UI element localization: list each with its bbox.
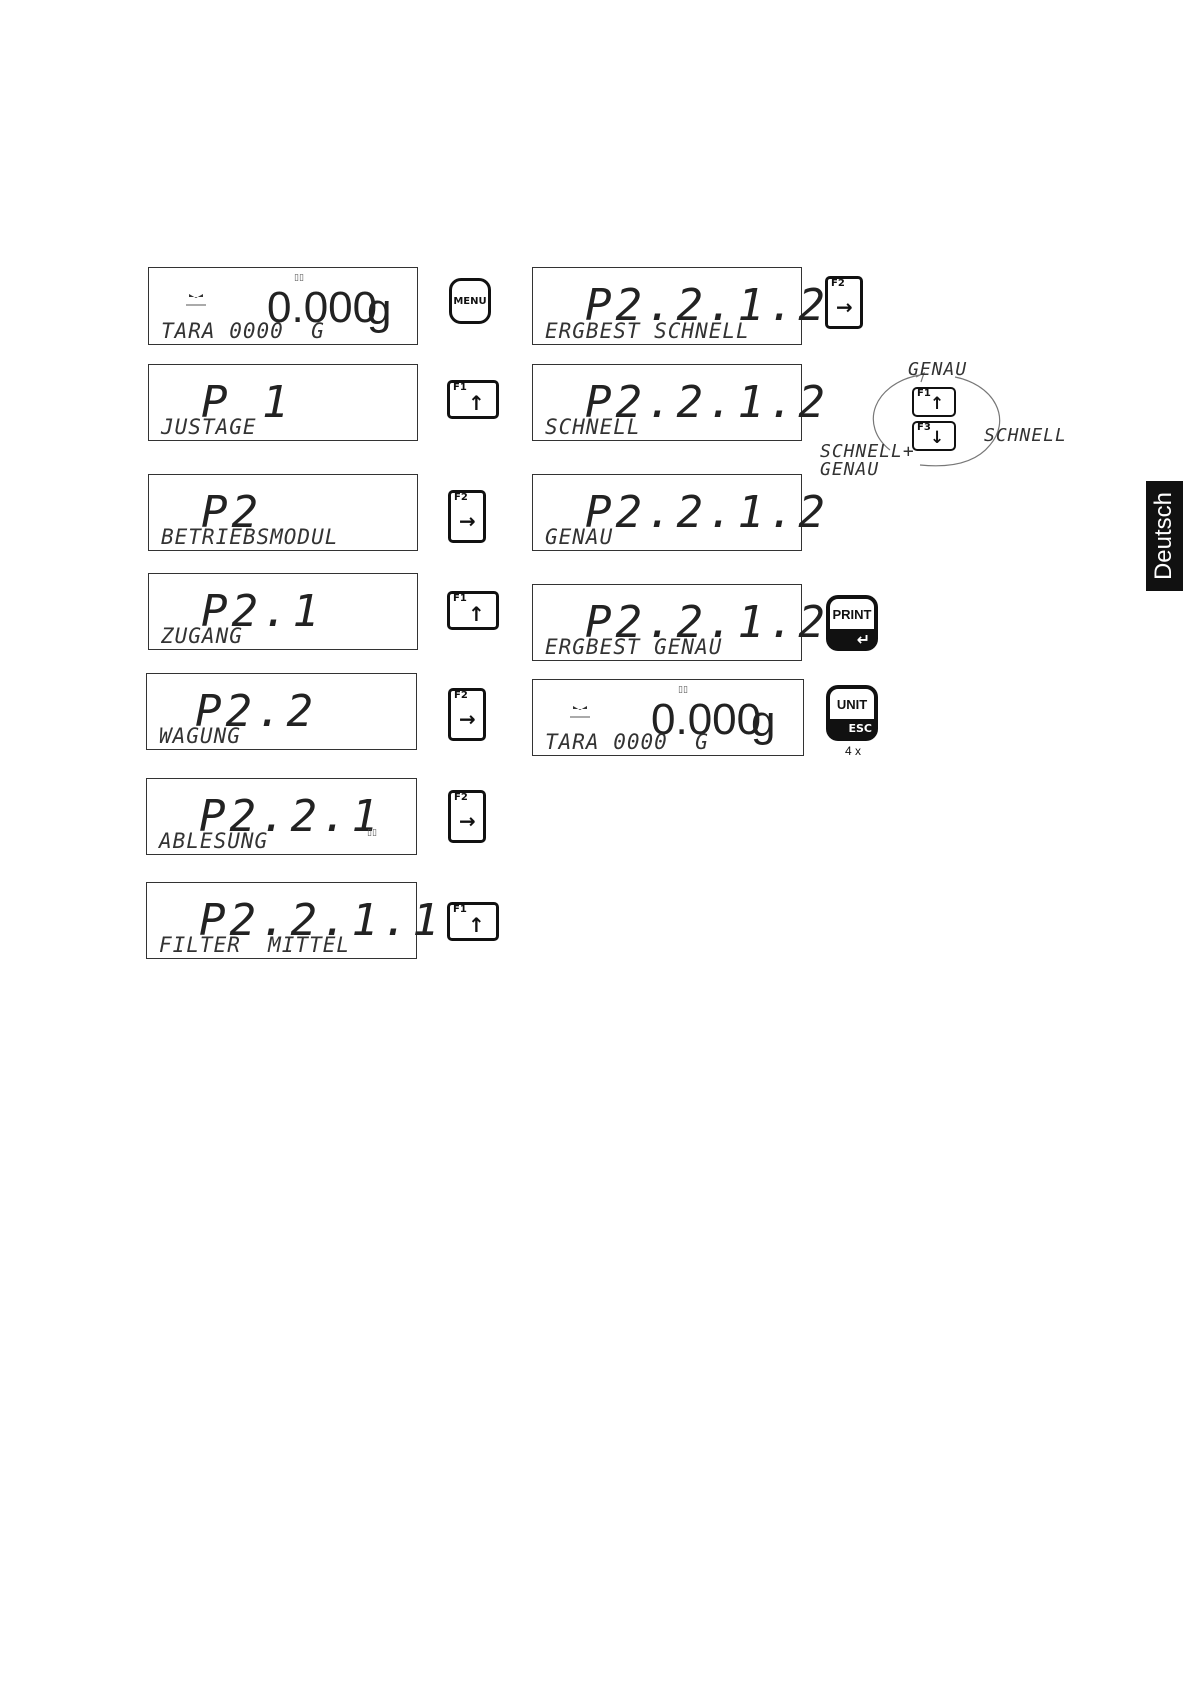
lcd-subtext: ZUGANG — [161, 624, 243, 648]
f1-up-key-icon: F1 ↑ — [912, 387, 956, 417]
lcd-display-weight-left: ▯▯ 0.000 g TARA 0000 G — [148, 267, 418, 345]
cycle-label-left-1: SCHNELL+ — [820, 441, 915, 462]
right-arrow-icon: → — [836, 295, 853, 319]
lcd-code: P2 — [201, 487, 262, 538]
lcd-code: P2.2.1.2 — [585, 280, 829, 331]
cycle-label-left-2: GENAU — [820, 459, 880, 480]
lcd-subtext: TARA 0000 G — [545, 730, 709, 754]
lcd-subtext: TARA 0000 G — [161, 319, 325, 343]
lcd-subtext: FILTER MITTEL — [159, 933, 351, 957]
unit-esc-key-icon: UNIT ESC — [826, 685, 878, 741]
up-arrow-icon: ↑ — [468, 602, 485, 626]
weight-unit: g — [367, 285, 392, 334]
lcd-display-p1: P 1 JUSTAGE — [148, 364, 418, 441]
language-tab: Deutsch — [1146, 481, 1183, 591]
lcd-subtext: ERGBEST SCHNELL — [545, 319, 750, 343]
f3-down-key-icon: F3 ↓ — [912, 421, 956, 451]
lcd-display-p2-2: P2.2 WAGUNG — [146, 673, 417, 750]
cycle-label-right: SCHNELL — [984, 425, 1067, 446]
lcd-subtext: ERGBEST GENAU — [545, 635, 723, 659]
lcd-display-p2-1: P2.1 ZUGANG — [148, 573, 418, 650]
lcd-display-ergbest-schnell: P2.2.1.2 ERGBEST SCHNELL — [532, 267, 825, 345]
lcd-subtext: GENAU — [545, 525, 614, 549]
cycle-arrows-icon — [872, 371, 1001, 467]
print-key-icon: PRINT ↵ — [826, 595, 878, 651]
f2-right-key-icon: F2 → — [825, 276, 863, 329]
lcd-subtext: JUSTAGE — [161, 415, 257, 439]
lcd-code: P2.2.1.2 — [585, 377, 829, 428]
lcd-display-genau: P2.2.1.2 GENAU — [532, 474, 825, 551]
scale-icon — [570, 706, 590, 718]
enter-arrow-icon: ↵ — [856, 630, 870, 649]
weight-value: 0.000 — [651, 695, 762, 744]
f2-right-key-icon: F2 → — [448, 490, 486, 543]
lcd-code: P2.2 — [195, 686, 317, 737]
lcd-code: P 1 — [201, 377, 293, 428]
lcd-subtext: BETRIEBSMODUL — [161, 525, 339, 549]
stability-icon: ▯▯ — [294, 273, 304, 283]
f2-right-key-icon: F2 → — [448, 790, 486, 843]
right-arrow-icon: → — [459, 809, 476, 833]
weight-value: 0.000 — [267, 283, 378, 332]
up-arrow-icon: ↑ — [930, 394, 945, 414]
menu-key-icon: MENU — [449, 278, 491, 324]
lcd-code: P2.1 — [201, 586, 323, 637]
lcd-code: P2.2.1.2 — [585, 487, 829, 538]
cycle-diagram: GENAU SCHNELL SCHNELL+ GENAU F1 ↑ F3 ↓ — [820, 355, 1066, 485]
lcd-display-schnell: P2.2.1.2 SCHNELL — [532, 364, 825, 441]
lcd-display-ergbest-genau: P2.2.1.2 ERGBEST GENAU — [532, 584, 825, 661]
cycle-label-top: GENAU — [908, 359, 968, 380]
stability-icon: ▯▯ — [678, 685, 688, 695]
f1-up-key-icon: F1 ↑ — [447, 902, 499, 941]
lcd-code: P2.2.1 — [199, 791, 382, 842]
scale-icon — [186, 294, 206, 306]
down-arrow-icon: ↓ — [930, 428, 945, 448]
lcd-subtext: ABLESUNG — [159, 829, 269, 853]
weight-unit: g — [751, 697, 776, 746]
f1-up-key-icon: F1 ↑ — [447, 591, 499, 630]
lcd-display-weight-right: ▯▯ 0.000 g TARA 0000 G — [532, 679, 804, 756]
lcd-subtext: WAGUNG — [159, 724, 241, 748]
f2-right-key-icon: F2 → — [448, 688, 486, 741]
repeat-count: 4 x — [845, 744, 862, 758]
lcd-display-p2-2-1: P2.2.1 ▯▯ ABLESUNG — [146, 778, 417, 855]
lcd-code: P2.2.1.2 — [585, 597, 829, 648]
lcd-subtext: SCHNELL — [545, 415, 641, 439]
lcd-code: P2.2.1.1 — [199, 895, 443, 946]
lcd-display-p2: P2 BETRIEBSMODUL — [148, 474, 418, 551]
up-arrow-icon: ↑ — [468, 913, 485, 937]
stability-icon: ▯▯ — [367, 828, 377, 838]
up-arrow-icon: ↑ — [468, 391, 485, 415]
f1-up-key-icon: F1 ↑ — [447, 380, 499, 419]
right-arrow-icon: → — [459, 509, 476, 533]
right-arrow-icon: → — [459, 707, 476, 731]
lcd-display-p2-2-1-1: P2.2.1.1 FILTER MITTEL — [146, 882, 439, 959]
